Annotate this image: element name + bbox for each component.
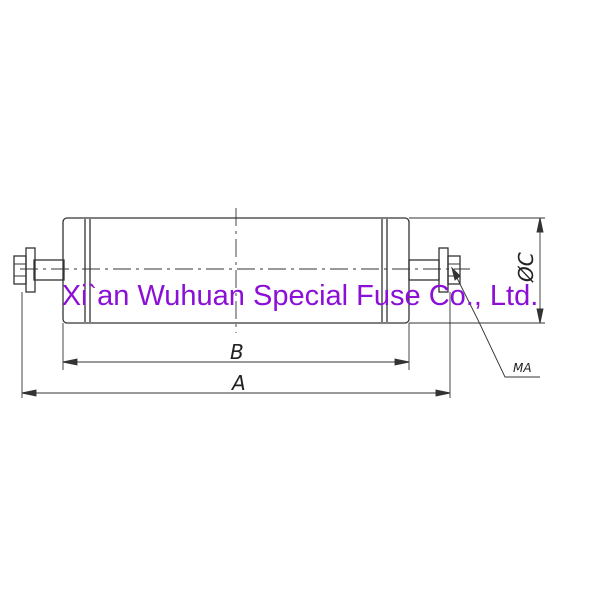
left-shaft [33,259,65,281]
shaft-flat-label: MA [513,361,532,375]
dimension-label-a: A [230,371,246,395]
left-nut [13,255,27,285]
ma-arrowhead [451,266,461,281]
dimension-label-b: B [230,340,244,364]
right-flange [438,247,449,293]
ma-leader-line [451,267,540,378]
right-shaft [408,259,440,281]
dimension-label-c: ØC [514,252,538,283]
right-nut [447,255,461,285]
